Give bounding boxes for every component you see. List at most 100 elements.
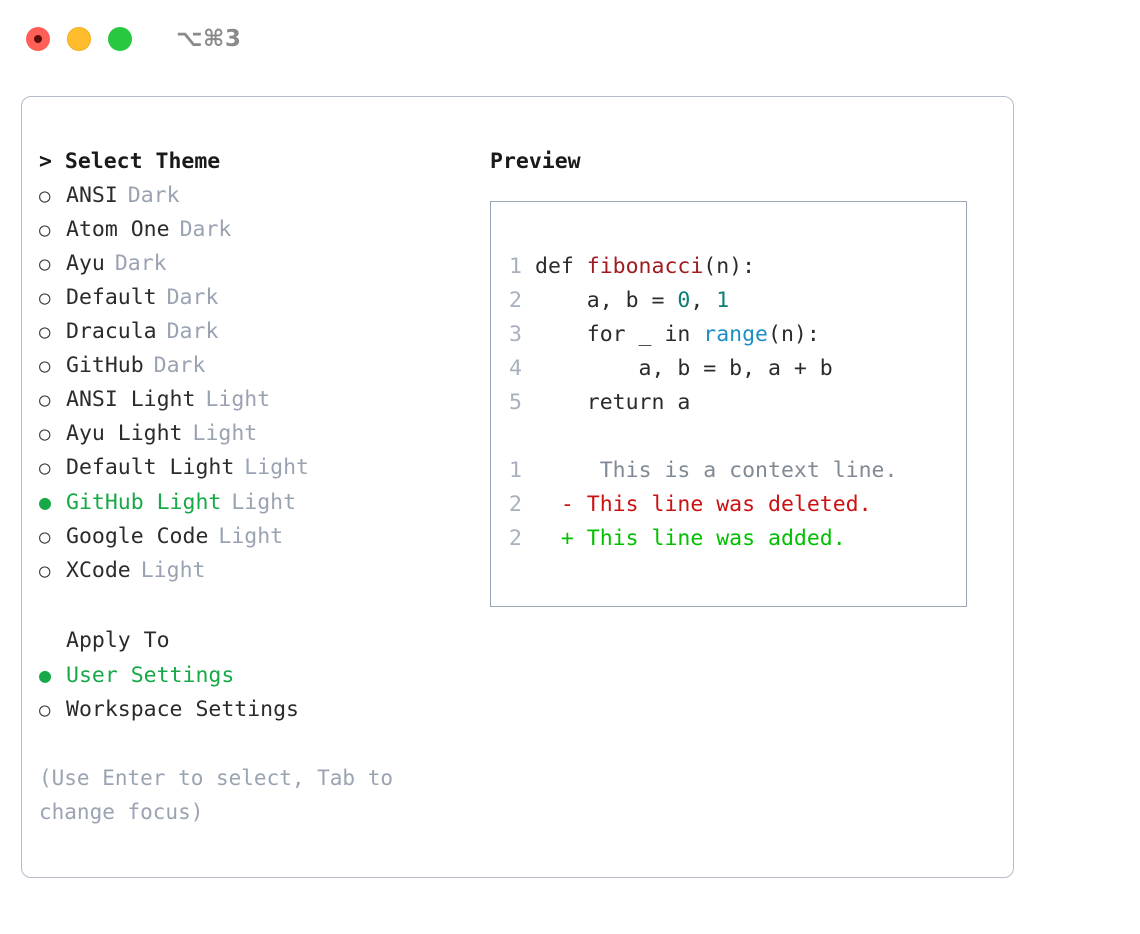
radio-unselected-icon: ○ xyxy=(39,321,51,343)
apply-to-option-label: User Settings xyxy=(66,663,235,688)
theme-option-label: Atom One xyxy=(66,217,170,242)
theme-option-label: GitHub Light xyxy=(66,490,222,515)
theme-variant-tag: Light xyxy=(244,455,310,480)
section-spacer xyxy=(39,588,490,624)
theme-variant-tag: Light xyxy=(140,558,206,583)
apply-to-label: Apply To xyxy=(66,628,170,653)
diff-block: 1 This is a context line.2 - This line w… xyxy=(509,454,966,556)
theme-option-github[interactable]: ○ GitHub Dark xyxy=(39,349,490,383)
radio-unselected-icon: ○ xyxy=(39,253,51,275)
theme-variant-tag: Dark xyxy=(166,285,219,310)
keyboard-shortcut-label: ⌥⌘3 xyxy=(176,26,242,52)
theme-option-ansi-light[interactable]: ○ ANSI Light Light xyxy=(39,383,490,417)
code-token-plain: a, b = b, a + b xyxy=(535,356,833,381)
code-line-number: 4 xyxy=(509,356,522,381)
apply-to-option-workspace-settings[interactable]: ○ Workspace Settings xyxy=(39,693,490,727)
code-line-number: 5 xyxy=(509,390,522,415)
radio-unselected-icon: ○ xyxy=(39,526,51,548)
diff-line-number: 2 xyxy=(509,492,522,517)
code-line: 5 return a xyxy=(509,386,966,420)
code-token-plain: , xyxy=(690,288,717,313)
code-token-plain: a, b = xyxy=(535,288,678,313)
close-window-button[interactable] xyxy=(26,27,50,51)
code-token-plain: def xyxy=(535,254,587,279)
diff-line-text: This line was added. xyxy=(573,526,846,551)
theme-option-google-code[interactable]: ○ Google Code Light xyxy=(39,520,490,554)
radio-unselected-icon: ○ xyxy=(39,423,51,445)
radio-unselected-icon: ○ xyxy=(39,699,51,721)
code-token-num: 0 xyxy=(677,288,691,313)
apply-to-list: ● User Settings ○ Workspace Settings xyxy=(39,658,490,727)
theme-variant-tag: Dark xyxy=(127,183,180,208)
maximize-window-button[interactable] xyxy=(108,27,132,51)
theme-option-label: ANSI Light xyxy=(66,387,196,412)
radio-unselected-icon: ○ xyxy=(39,355,51,377)
theme-variant-tag: Dark xyxy=(114,251,167,276)
theme-option-label: Ayu xyxy=(66,251,105,276)
minimize-window-button[interactable] xyxy=(67,27,91,51)
code-token-plain: (n): xyxy=(703,254,756,279)
theme-variant-tag: Light xyxy=(205,387,271,412)
apply-to-option-user-settings[interactable]: ● User Settings xyxy=(39,658,490,693)
preview-title: Preview xyxy=(490,149,581,174)
diff-line-text: This line was deleted. xyxy=(573,492,872,517)
diff-line-ctx: 1 This is a context line. xyxy=(509,454,966,488)
theme-variant-tag: Dark xyxy=(153,353,206,378)
code-token-plain: for _ in xyxy=(535,322,704,347)
theme-option-label: Dracula xyxy=(66,319,157,344)
code-line-number: 2 xyxy=(509,288,522,313)
code-line: 3 for _ in range(n): xyxy=(509,318,966,352)
code-token-plain: return a xyxy=(535,390,691,415)
code-token-fn: fibonacci xyxy=(586,254,704,279)
radio-unselected-icon: ○ xyxy=(39,560,51,582)
theme-option-label: GitHub xyxy=(66,353,144,378)
theme-variant-tag: Light xyxy=(218,524,284,549)
diff-line-number: 1 xyxy=(509,458,522,483)
theme-option-ayu-light[interactable]: ○ Ayu Light Light xyxy=(39,417,490,451)
theme-option-xcode[interactable]: ○ XCode Light xyxy=(39,554,490,588)
theme-variant-tag: Dark xyxy=(166,319,219,344)
radio-unselected-icon: ○ xyxy=(39,457,51,479)
diff-marker-icon xyxy=(535,454,574,488)
theme-variant-tag: Light xyxy=(192,421,258,446)
theme-option-label: Google Code xyxy=(66,524,209,549)
theme-option-ayu[interactable]: ○ Ayu Dark xyxy=(39,247,490,281)
diff-line-number: 2 xyxy=(509,526,522,551)
theme-option-ansi[interactable]: ○ ANSI Dark xyxy=(39,179,490,213)
window-traffic-lights xyxy=(26,27,132,51)
radio-unselected-icon: ○ xyxy=(39,389,51,411)
diff-spacer xyxy=(509,420,966,454)
theme-option-dracula[interactable]: ○ Dracula Dark xyxy=(39,315,490,349)
code-line-number: 3 xyxy=(509,322,522,347)
diff-marker-icon: + xyxy=(535,526,574,551)
theme-option-default[interactable]: ○ Default Dark xyxy=(39,281,490,315)
code-line: 4 a, b = b, a + b xyxy=(509,352,966,386)
radio-selected-icon: ● xyxy=(39,490,52,514)
code-token-call: range xyxy=(703,322,769,347)
theme-option-github-light[interactable]: ● GitHub Light Light xyxy=(39,485,490,520)
theme-variant-tag: Dark xyxy=(179,217,232,242)
code-token-num: 1 xyxy=(716,288,730,313)
theme-option-label: XCode xyxy=(66,558,131,583)
radio-selected-icon: ● xyxy=(39,663,52,687)
diff-line-add: 2 + This line was added. xyxy=(509,522,966,556)
theme-option-label: ANSI xyxy=(66,183,118,208)
theme-option-label: Ayu Light xyxy=(66,421,183,446)
theme-option-label: Default xyxy=(66,285,157,310)
diff-line-text: This is a context line. xyxy=(573,458,898,483)
window-titlebar: ⌥⌘3 xyxy=(0,0,1140,78)
radio-unselected-icon: ○ xyxy=(39,287,51,309)
radio-unselected-icon: ○ xyxy=(39,185,51,207)
code-token-plain: (n): xyxy=(768,322,820,347)
theme-variant-tag: Light xyxy=(231,490,297,515)
apply-to-option-label: Workspace Settings xyxy=(66,697,299,722)
